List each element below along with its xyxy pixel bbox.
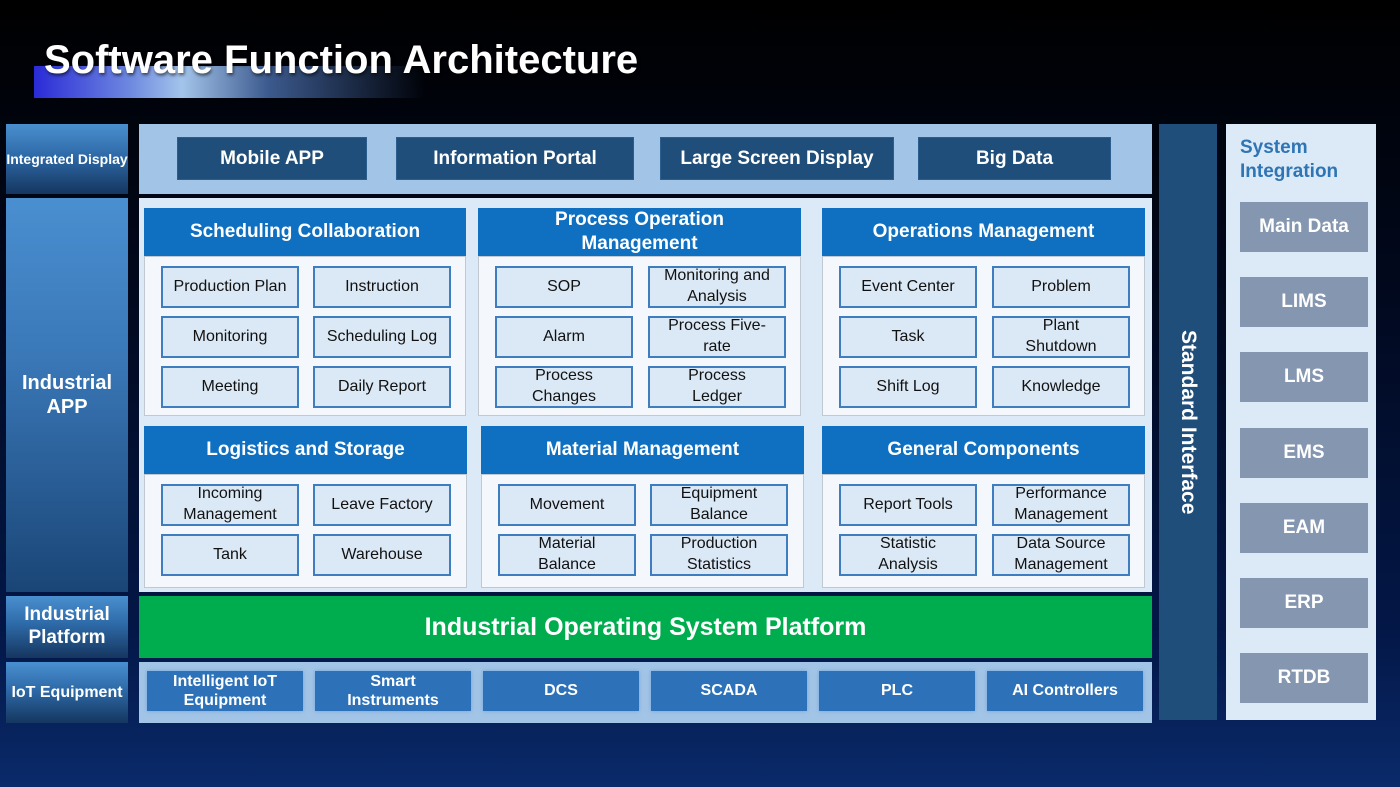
function-task[interactable]: Task (839, 316, 977, 358)
system-item-main-data[interactable]: Main Data (1240, 202, 1368, 252)
function-instruction[interactable]: Instruction (313, 266, 451, 308)
group-scheduling-collaboration: Scheduling Collaboration Production Plan… (144, 208, 466, 416)
function-statistic-analysis[interactable]: Statistic Analysis (839, 534, 977, 576)
function-monitoring[interactable]: Monitoring (161, 316, 299, 358)
function-tank[interactable]: Tank (161, 534, 299, 576)
function-movement[interactable]: Movement (498, 484, 636, 526)
group-title: Operations Management (822, 208, 1145, 256)
group-body: Production Plan Instruction Monitoring S… (144, 256, 466, 416)
function-alarm[interactable]: Alarm (495, 316, 633, 358)
group-logistics-and-storage: Logistics and Storage Incoming Managemen… (144, 426, 467, 588)
iot-item-plc[interactable]: PLC (819, 671, 975, 711)
function-meeting[interactable]: Meeting (161, 366, 299, 408)
group-title: Logistics and Storage (144, 426, 467, 474)
integrated-display-panel: Mobile APP Information Portal Large Scre… (139, 124, 1152, 194)
display-item-large-screen-display[interactable]: Large Screen Display (660, 137, 894, 180)
group-title: Material Management (481, 426, 804, 474)
group-body: Incoming Management Leave Factory Tank W… (144, 474, 467, 588)
function-report-tools[interactable]: Report Tools (839, 484, 977, 526)
group-title: Process Operation Management (478, 208, 801, 256)
group-title: Scheduling Collaboration (144, 208, 466, 256)
function-sop[interactable]: SOP (495, 266, 633, 308)
function-process-changes[interactable]: Process Changes (495, 366, 633, 408)
group-material-management: Material Management Movement Equipment B… (481, 426, 804, 588)
iot-item-ai-controllers[interactable]: AI Controllers (987, 671, 1143, 711)
system-item-erp[interactable]: ERP (1240, 578, 1368, 628)
system-integration-panel: System Integration Main Data LIMS LMS EM… (1226, 124, 1376, 720)
function-plant-shutdown[interactable]: Plant Shutdown (992, 316, 1130, 358)
industrial-app-panel: Scheduling Collaboration Production Plan… (139, 198, 1152, 592)
function-material-balance[interactable]: Material Balance (498, 534, 636, 576)
group-body: Movement Equipment Balance Material Bala… (481, 474, 804, 588)
iot-item-intelligent-iot-equipment[interactable]: Intelligent IoT Equipment (147, 671, 303, 711)
group-title: General Components (822, 426, 1145, 474)
function-warehouse[interactable]: Warehouse (313, 534, 451, 576)
function-daily-report[interactable]: Daily Report (313, 366, 451, 408)
iot-equipment-panel: Intelligent IoT Equipment Smart Instrume… (139, 662, 1152, 723)
system-integration-title: System Integration (1240, 137, 1339, 182)
system-item-eam[interactable]: EAM (1240, 503, 1368, 553)
function-production-plan[interactable]: Production Plan (161, 266, 299, 308)
system-item-lims[interactable]: LIMS (1240, 277, 1368, 327)
function-data-source-management[interactable]: Data Source Management (992, 534, 1130, 576)
display-item-mobile-app[interactable]: Mobile APP (177, 137, 367, 180)
group-body: Report Tools Performance Management Stat… (822, 474, 1145, 588)
display-item-information-portal[interactable]: Information Portal (396, 137, 634, 180)
standard-interface-column: Standard Interface (1159, 124, 1217, 720)
system-item-ems[interactable]: EMS (1240, 428, 1368, 478)
function-scheduling-log[interactable]: Scheduling Log (313, 316, 451, 358)
system-item-lms[interactable]: LMS (1240, 352, 1368, 402)
industrial-operating-system-platform[interactable]: Industrial Operating System Platform (139, 596, 1152, 658)
layer-label-iot-equipment: IoT Equipment (6, 662, 128, 723)
function-monitoring-and-analysis[interactable]: Monitoring and Analysis (648, 266, 786, 308)
group-general-components: General Components Report Tools Performa… (822, 426, 1145, 588)
group-operations-management: Operations Management Event Center Probl… (822, 208, 1145, 416)
function-knowledge[interactable]: Knowledge (992, 366, 1130, 408)
layer-label-industrial-platform: Industrial Platform (6, 596, 128, 658)
group-body: SOP Monitoring and Analysis Alarm Proces… (478, 256, 801, 416)
function-shift-log[interactable]: Shift Log (839, 366, 977, 408)
function-event-center[interactable]: Event Center (839, 266, 977, 308)
function-performance-management[interactable]: Performance Management (992, 484, 1130, 526)
standard-interface-label: Standard Interface (1177, 329, 1200, 515)
function-leave-factory[interactable]: Leave Factory (313, 484, 451, 526)
title-highlight-bar (34, 66, 424, 98)
display-item-big-data[interactable]: Big Data (918, 137, 1111, 180)
iot-item-smart-instruments[interactable]: Smart Instruments (315, 671, 471, 711)
group-process-operation-management: Process Operation Management SOP Monitor… (478, 208, 801, 416)
layer-label-integrated-display: Integrated Display (6, 124, 128, 194)
group-body: Event Center Problem Task Plant Shutdown… (822, 256, 1145, 416)
layer-label-industrial-app: Industrial APP (6, 198, 128, 592)
iot-item-scada[interactable]: SCADA (651, 671, 807, 711)
function-production-statistics[interactable]: Production Statistics (650, 534, 788, 576)
function-incoming-management[interactable]: Incoming Management (161, 484, 299, 526)
function-equipment-balance[interactable]: Equipment Balance (650, 484, 788, 526)
function-problem[interactable]: Problem (992, 266, 1130, 308)
function-process-ledger[interactable]: Process Ledger (648, 366, 786, 408)
system-item-rtdb[interactable]: RTDB (1240, 653, 1368, 703)
page-title: Software Function Architecture (44, 38, 639, 82)
iot-item-dcs[interactable]: DCS (483, 671, 639, 711)
function-process-five-rate[interactable]: Process Five-rate (648, 316, 786, 358)
